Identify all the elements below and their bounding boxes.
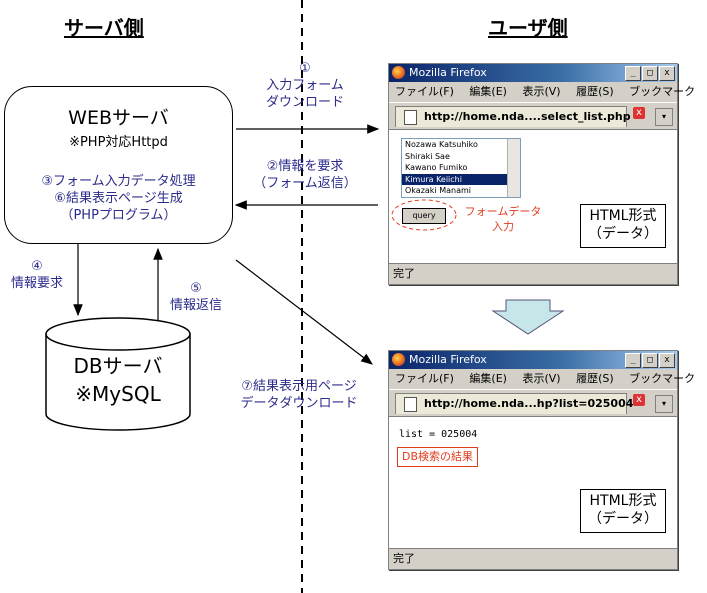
html-label-line: HTML形式 — [589, 208, 657, 224]
html-format-label: HTML形式 （データ） — [580, 204, 666, 248]
step-5-label: ⑤ 情報返信 — [158, 280, 234, 314]
step-7-line: ⑦結果表示用ページ — [241, 379, 357, 394]
browser-content: list = 025004 DB検索の結果 HTML形式 （データ） — [389, 416, 677, 549]
name-listbox[interactable]: Nozawa Katsuhiko Shiraki Sae Kawano Fumi… — [401, 138, 521, 198]
tab-list-icon[interactable]: ▾ — [655, 395, 673, 413]
menu-file[interactable]: ファイル(F) — [395, 372, 454, 385]
db-server-title: DBサーバ — [73, 354, 163, 378]
web-server-title: WEBサーバ — [68, 107, 169, 129]
browser-content: Nozawa Katsuhiko Shiraki Sae Kawano Fumi… — [389, 129, 677, 264]
tab-close-icon[interactable]: x — [633, 394, 645, 406]
db-server-label: DBサーバ ※MySQL — [46, 352, 190, 408]
menu-history[interactable]: 履歴(S) — [576, 85, 614, 98]
menu-edit[interactable]: 編集(E) — [469, 85, 507, 98]
maximize-icon[interactable]: □ — [642, 66, 658, 81]
list-item-selected[interactable]: Kimura Keiichi — [402, 173, 520, 185]
menu-history[interactable]: 履歴(S) — [576, 372, 614, 385]
browser-tab[interactable]: http://home.nda...hp?list=025004 — [395, 393, 633, 414]
db-server-subtitle: ※MySQL — [75, 382, 161, 406]
browser-title: Mozilla Firefox — [409, 66, 487, 79]
html-label-line: HTML形式 — [589, 493, 657, 509]
menu-view[interactable]: 表示(V) — [522, 372, 561, 385]
arrow-result-download — [235, 259, 373, 365]
status-text: 完了 — [393, 267, 415, 280]
step-7-line: データダウンロード — [240, 396, 358, 411]
step-1-number: ① — [299, 61, 311, 76]
menu-bookmarks[interactable]: ブックマーク — [629, 372, 696, 385]
step-4-number: ④ — [31, 259, 43, 274]
annotation-line: 入力 — [492, 220, 514, 233]
browser-menu-bar: ファイル(F) 編集(E) 表示(V) 履歴(S) ブックマーク — [389, 369, 695, 389]
step-1-line: 入力フォーム — [266, 78, 344, 93]
firefox-logo-icon — [392, 66, 405, 79]
list-item[interactable]: Shiraki Sae — [405, 151, 450, 161]
minimize-icon[interactable]: _ — [625, 353, 641, 368]
browser-status-bar: 完了 — [389, 549, 677, 569]
browser-title-bar: Mozilla Firefox _ □ x — [389, 351, 677, 369]
step-2-line: ②情報を要求 — [266, 159, 344, 174]
annotation-ellipse — [391, 199, 457, 231]
html-label-line: （データ） — [588, 511, 658, 527]
list-item[interactable]: Kawano Fumiko — [405, 163, 468, 172]
menu-view[interactable]: 表示(V) — [522, 85, 561, 98]
menu-bookmarks[interactable]: ブックマーク — [629, 85, 696, 98]
browser-tab-bar: http://home.nda...hp?list=025004 x ▾ — [389, 389, 677, 416]
list-item[interactable]: Nozawa Katsuhiko — [405, 140, 478, 149]
user-side-heading: ユーザ側 — [488, 16, 568, 40]
firefox-logo-icon — [392, 353, 405, 366]
form-input-annotation: フォームデータ 入力 — [461, 204, 545, 234]
web-server-subtitle: ※PHP対応Httpd — [69, 135, 168, 150]
browser-title-bar: Mozilla Firefox _ □ x — [389, 64, 677, 82]
step-2-label: ②情報を要求 （フォーム返信） — [244, 158, 366, 192]
web-server-box: WEBサーバ ※PHP対応Httpd ③フォーム入力データ処理 ⑥結果表示ページ… — [4, 86, 233, 244]
process-line: ③フォーム入力データ処理 — [41, 174, 196, 189]
html-format-label: HTML形式 （データ） — [580, 489, 666, 533]
listbox-scrollbar[interactable] — [507, 139, 520, 197]
db-result-label: DB検索の結果 — [397, 447, 479, 467]
transition-arrow — [491, 299, 565, 335]
minimize-icon[interactable]: _ — [625, 66, 641, 81]
tab-close-icon[interactable]: x — [633, 107, 645, 119]
step-5-line: 情報返信 — [169, 298, 222, 313]
process-line: ⑥結果表示ページ生成 — [54, 191, 183, 206]
annotation-line: フォームデータ — [464, 205, 542, 218]
menu-file[interactable]: ファイル(F) — [395, 85, 454, 98]
step-5-number: ⑤ — [190, 281, 202, 296]
close-icon[interactable]: x — [659, 353, 675, 368]
page-icon — [404, 110, 417, 125]
page-icon — [404, 397, 417, 412]
step-4-line: 情報要求 — [10, 276, 63, 291]
step-1-label: ① 入力フォーム ダウンロード — [246, 60, 364, 111]
diagram-lines — [45, 0, 565, 593]
status-text: 完了 — [393, 552, 415, 565]
browser-tab-bar: http://home.nda....select_list.php x ▾ — [389, 102, 677, 129]
query-button[interactable]: query — [402, 208, 446, 224]
tab-title: http://home.nda...hp?list=025004 — [424, 397, 634, 410]
step-2-line: （フォーム返信） — [253, 176, 357, 191]
browser-tab[interactable]: http://home.nda....select_list.php — [395, 106, 631, 127]
browser-window-result: Mozilla Firefox _ □ x ファイル(F) 編集(E) 表示(V… — [388, 350, 695, 570]
result-list-text: list = 025004 — [399, 429, 478, 440]
maximize-icon[interactable]: □ — [642, 353, 658, 368]
db-cylinder — [45, 317, 191, 431]
server-side-heading: サーバ側 — [64, 16, 144, 40]
browser-status-bar: 完了 — [389, 264, 677, 284]
close-icon[interactable]: x — [659, 66, 675, 81]
web-server-process: ③フォーム入力データ処理 ⑥結果表示ページ生成 （PHPプログラム） — [5, 173, 232, 224]
step-4-label: ④ 情報要求 — [2, 258, 72, 292]
html-label-line: （データ） — [588, 226, 658, 242]
menu-edit[interactable]: 編集(E) — [469, 372, 507, 385]
browser-title: Mozilla Firefox — [409, 353, 487, 366]
tab-title: http://home.nda....select_list.php — [424, 110, 631, 123]
step-7-label: ⑦結果表示用ページ データダウンロード — [224, 378, 374, 412]
list-item[interactable]: Okazaki Manami — [405, 186, 471, 195]
step-1-line: ダウンロード — [265, 95, 344, 110]
tab-list-icon[interactable]: ▾ — [655, 108, 673, 126]
browser-menu-bar: ファイル(F) 編集(E) 表示(V) 履歴(S) ブックマーク — [389, 82, 695, 102]
process-line: （PHPプログラム） — [60, 208, 177, 223]
browser-window-form: Mozilla Firefox _ □ x ファイル(F) 編集(E) 表示(V… — [388, 63, 695, 285]
